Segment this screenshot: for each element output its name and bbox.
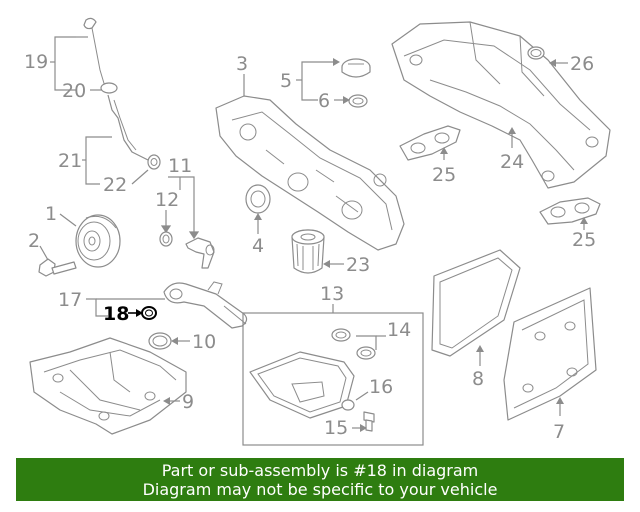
callout-9: 9	[182, 391, 194, 413]
callout-25-top: 25	[432, 164, 456, 186]
callout-24: 24	[500, 151, 524, 173]
callout-10: 10	[192, 331, 216, 353]
chain-cover	[503, 287, 597, 421]
timing-cover	[215, 95, 405, 251]
cover-gasket	[431, 249, 521, 357]
banner-line-2: Diagram may not be specific to your vehi…	[142, 480, 498, 499]
callout-25-bottom: 25	[572, 229, 596, 251]
callout-14: 14	[387, 319, 411, 341]
oil-filter	[291, 229, 325, 274]
callout-11: 11	[168, 155, 192, 177]
callout-23: 23	[346, 254, 370, 276]
water-fitting	[185, 237, 215, 269]
callout-15: 15	[324, 417, 348, 439]
callout-2: 2	[28, 230, 40, 252]
pulley-bolt	[38, 258, 77, 277]
callout-19: 19	[24, 51, 48, 73]
callout-4: 4	[252, 235, 264, 257]
intake-gasket-right	[539, 197, 601, 225]
callout-17: 17	[58, 289, 82, 311]
oil-strainer	[163, 281, 248, 329]
oil-pan	[249, 351, 355, 419]
intake-manifold	[391, 21, 611, 189]
callout-22: 22	[103, 174, 127, 196]
callout-18: 18	[103, 303, 129, 325]
callout-21: 21	[58, 150, 82, 172]
oil-filler-cap	[341, 58, 371, 78]
callout-26: 26	[570, 53, 594, 75]
callout-12: 12	[155, 189, 179, 211]
callout-8: 8	[472, 368, 484, 390]
callout-3: 3	[236, 53, 248, 75]
drain-plug	[363, 411, 375, 432]
callout-1: 1	[45, 203, 57, 225]
callout-5: 5	[280, 70, 292, 92]
callout-20: 20	[62, 80, 86, 102]
callout-6: 6	[318, 90, 330, 112]
callout-13: 13	[320, 283, 344, 305]
parts-diagram: 19 20 21 22 1 2 12 11 17 18	[24, 17, 611, 446]
crank-pulley	[75, 214, 121, 268]
callout-16: 16	[369, 376, 393, 398]
info-banner: Part or sub-assembly is #18 in diagram D…	[16, 458, 624, 501]
callout-7: 7	[553, 421, 565, 443]
dipstick-assembly	[83, 17, 161, 170]
lower-crankcase	[29, 337, 187, 435]
intake-gasket-left	[399, 125, 461, 161]
o-ring-18	[141, 306, 157, 320]
banner-line-1: Part or sub-assembly is #18 in diagram	[161, 461, 479, 480]
